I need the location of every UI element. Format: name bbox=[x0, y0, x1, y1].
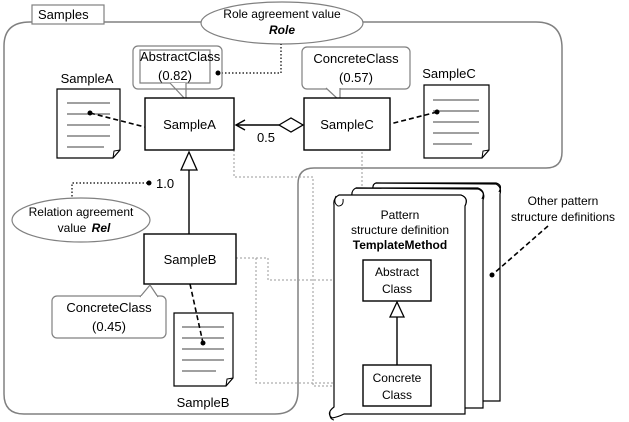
generalization-triangle bbox=[179, 150, 199, 171]
relation-value: 1.0 bbox=[156, 176, 174, 191]
other-definitions-leader bbox=[491, 225, 549, 276]
aggregation-diamond bbox=[277, 117, 305, 133]
link-class-b-to-doc-b bbox=[189, 283, 204, 344]
other-definitions-line1: Other pattern bbox=[528, 194, 599, 208]
role-note-sample-a-role: AbstractClass bbox=[140, 49, 221, 64]
class-sample-b-label: SampleB bbox=[164, 252, 217, 267]
role-note-sample-b: ConcreteClass (0.45) bbox=[51, 283, 167, 339]
link-doc-a-to-class-a bbox=[89, 112, 146, 128]
role-leader-line bbox=[218, 44, 282, 74]
pattern-abstract-line2: Class bbox=[382, 282, 412, 296]
class-sample-a-label: SampleA bbox=[163, 117, 216, 132]
role-note-sample-a: AbstractClass (0.82) bbox=[139, 49, 221, 102]
association-value: 0.5 bbox=[257, 130, 275, 145]
role-note-sample-a-value: (0.82) bbox=[158, 68, 192, 83]
samples-tab-label: Samples bbox=[38, 7, 89, 22]
role-note-sample-b-value: (0.45) bbox=[92, 319, 126, 334]
relation-agreement-callout: Relation agreement value Rel bbox=[11, 197, 151, 243]
relation-agreement-prefix: value bbox=[58, 221, 87, 235]
relation-agreement-label: Relation agreement bbox=[29, 205, 134, 219]
samples-tab[interactable] bbox=[31, 4, 105, 25]
relation-agreement-term: Rel bbox=[92, 221, 111, 235]
document-sample-b-dot bbox=[200, 340, 206, 346]
document-sample-b[interactable]: SampleB bbox=[173, 312, 234, 410]
pattern-abstract-class[interactable]: Abstract Class bbox=[362, 259, 432, 302]
document-sample-c-label: SampleC bbox=[422, 66, 475, 81]
pattern-concrete-line2: Class bbox=[382, 388, 412, 402]
other-definitions-dot bbox=[489, 272, 495, 278]
document-sample-b-label: SampleB bbox=[177, 395, 230, 410]
role-note-sample-a-frame bbox=[132, 45, 223, 90]
role-note-sample-c-value: (0.57) bbox=[339, 70, 373, 85]
class-sample-c[interactable]: SampleC bbox=[303, 97, 391, 151]
other-definitions-line2: structure definitions bbox=[511, 210, 615, 224]
document-sample-a-label: SampleA bbox=[61, 71, 114, 86]
link-doc-c-to-class-c bbox=[389, 111, 438, 125]
role-leader-dot bbox=[215, 70, 221, 76]
role-agreement-label: Role agreement value bbox=[223, 7, 341, 21]
relation-leader-line bbox=[71, 182, 148, 200]
class-sample-c-label: SampleC bbox=[320, 117, 373, 132]
role-agreement-term: Role bbox=[269, 23, 295, 37]
relation-leader-dot bbox=[146, 180, 152, 186]
role-note-sample-c: ConcreteClass (0.57) bbox=[301, 46, 411, 103]
samples-container bbox=[3, 21, 563, 415]
class-sample-a[interactable]: SampleA bbox=[144, 97, 235, 151]
pattern-heading: Pattern bbox=[381, 208, 420, 222]
pattern-generalization-triangle bbox=[388, 300, 406, 318]
document-sample-c[interactable]: SampleC bbox=[422, 66, 490, 159]
pattern-abstract-line1: Abstract bbox=[375, 265, 420, 279]
role-note-sample-b-role: ConcreteClass bbox=[66, 300, 152, 315]
pattern-subheading: structure definition bbox=[351, 223, 449, 237]
role-note-sample-c-role: ConcreteClass bbox=[313, 51, 399, 66]
pattern-name: TemplateMethod bbox=[353, 238, 447, 252]
mapping-line-sample-b-2 bbox=[236, 257, 363, 384]
document-sample-a[interactable]: SampleA bbox=[56, 71, 121, 159]
mapping-line-sample-a bbox=[233, 150, 363, 387]
class-sample-b[interactable]: SampleB bbox=[143, 233, 237, 285]
pattern-concrete-class[interactable]: Concrete Class bbox=[362, 364, 432, 407]
role-agreement-callout: Role agreement value Role bbox=[200, 1, 364, 45]
pattern-concrete-line1: Concrete bbox=[373, 371, 422, 385]
